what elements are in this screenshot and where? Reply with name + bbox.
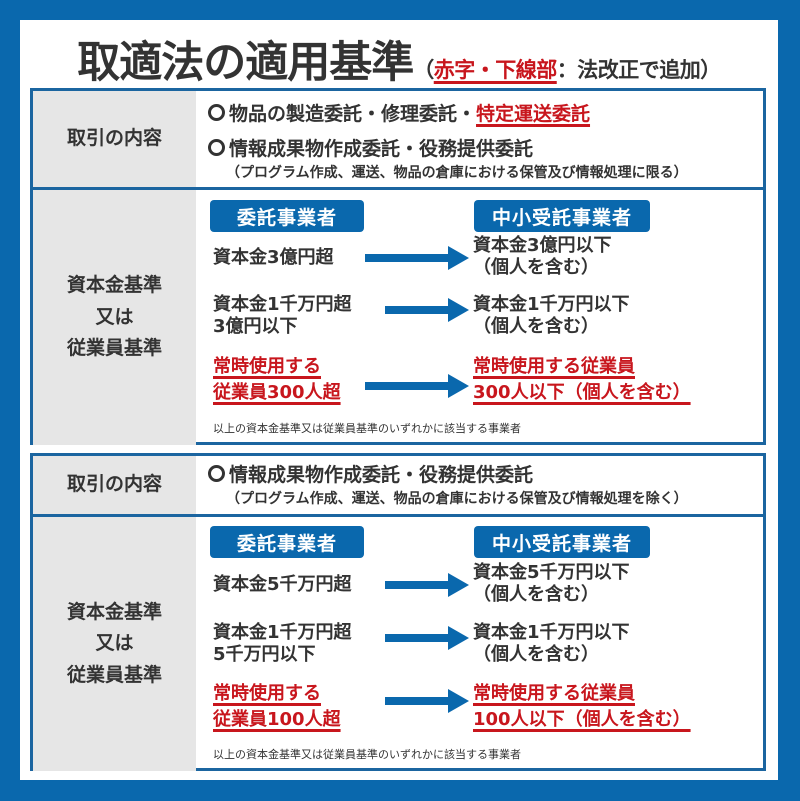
arrow-right-icon [385,626,469,650]
page-title: 取適法の適用基準（赤字・下線部：法改正で追加） [20,28,778,88]
transaction-item: 情報成果物作成委託・役務提供委託 [208,460,533,487]
header-sme-consignee: 中小受託事業者 [474,526,650,558]
consignee-criterion: 資本金3億円以下 （個人を含む） [473,235,612,278]
transaction-content: 情報成果物作成委託・役務提供委託 （プログラム作成、運送、物品の倉庫における保管… [196,456,763,514]
consignee-employee-criterion: 常時使用する従業員 300人以下（個人を含む） [473,356,691,403]
circle-bullet-icon [208,104,225,121]
consignee-criterion: 資本金5千万円以下 （個人を含む） [473,562,630,605]
transaction-note: （プログラム作成、運送、物品の倉庫における保管及び情報処理に限る） [226,165,688,181]
title-subtitle: （赤字・下線部：法改正で追加） [413,58,721,82]
transaction-label: 取引の内容 [33,91,196,187]
consignor-employee-criterion: 常時使用する 従業員100人超 [213,683,341,730]
section-1-criteria-row: 資本金基準 又は 従業員基準 委託事業者 中小受託事業者 資本金3億円超 資本金… [33,187,763,445]
consignee-employee-criterion: 常時使用する従業員 100人以下（個人を含む） [473,683,691,730]
arrow-right-icon [385,689,469,713]
consignee-criterion: 資本金1千万円以下 （個人を含む） [473,622,630,665]
transaction-item: 物品の製造委託・修理委託・特定運送委託 [208,99,590,126]
criteria-footnote: 以上の資本金基準又は従業員基準のいずれかに該当する事業者 [213,748,521,761]
arrow-right-icon [365,374,469,398]
transaction-note: （プログラム作成、運送、物品の倉庫における保管及び情報処理を除く） [226,491,688,507]
consignor-employee-criterion: 常時使用する 従業員300人超 [213,356,341,403]
criteria-label: 資本金基準 又は 従業員基準 [33,517,196,771]
title-main: 取適法の適用基準 [77,38,414,88]
section-1-box: 取引の内容 物品の製造委託・修理委託・特定運送委託 情報成果物作成委託・役務提供… [30,88,766,445]
main-panel: 取適法の適用基準（赤字・下線部：法改正で追加） 取引の内容 物品の製造委託・修理… [20,20,778,780]
criteria-content: 委託事業者 中小受託事業者 資本金5千万円超 資本金5千万円以下 （個人を含む）… [196,517,763,771]
arrow-right-icon [385,573,469,597]
header-consignor: 委託事業者 [210,200,364,232]
arrow-right-icon [385,298,469,322]
consignor-criterion: 資本金3億円超 [213,247,334,268]
transaction-label: 取引の内容 [33,456,196,514]
section-1-transaction-row: 取引の内容 物品の製造委託・修理委託・特定運送委託 情報成果物作成委託・役務提供… [33,91,763,187]
criteria-label: 資本金基準 又は 従業員基準 [33,190,196,445]
section-2-transaction-row: 取引の内容 情報成果物作成委託・役務提供委託 （プログラム作成、運送、物品の倉庫… [33,456,763,514]
consignor-criterion: 資本金5千万円超 [213,574,352,595]
header-sme-consignee: 中小受託事業者 [474,200,650,232]
consignor-criterion: 資本金1千万円超 5千万円以下 [213,622,352,665]
circle-bullet-icon [208,465,225,482]
arrow-right-icon [365,246,469,270]
transaction-item: 情報成果物作成委託・役務提供委託 [208,134,533,161]
circle-bullet-icon [208,139,225,156]
consignor-criterion: 資本金1千万円超 3億円以下 [213,294,352,337]
added-text-red: 特定運送委託 [476,103,591,125]
section-2-box: 取引の内容 情報成果物作成委託・役務提供委託 （プログラム作成、運送、物品の倉庫… [30,453,766,771]
title-red-legend: 赤字・下線部 [433,58,558,82]
criteria-footnote: 以上の資本金基準又は従業員基準のいずれかに該当する事業者 [213,422,521,435]
consignee-criterion: 資本金1千万円以下 （個人を含む） [473,294,630,337]
header-consignor: 委託事業者 [210,526,364,558]
section-2-criteria-row: 資本金基準 又は 従業員基準 委託事業者 中小受託事業者 資本金5千万円超 資本… [33,514,763,771]
transaction-content: 物品の製造委託・修理委託・特定運送委託 情報成果物作成委託・役務提供委託 （プロ… [196,91,763,187]
criteria-content: 委託事業者 中小受託事業者 資本金3億円超 資本金3億円以下 （個人を含む） 資… [196,190,763,445]
